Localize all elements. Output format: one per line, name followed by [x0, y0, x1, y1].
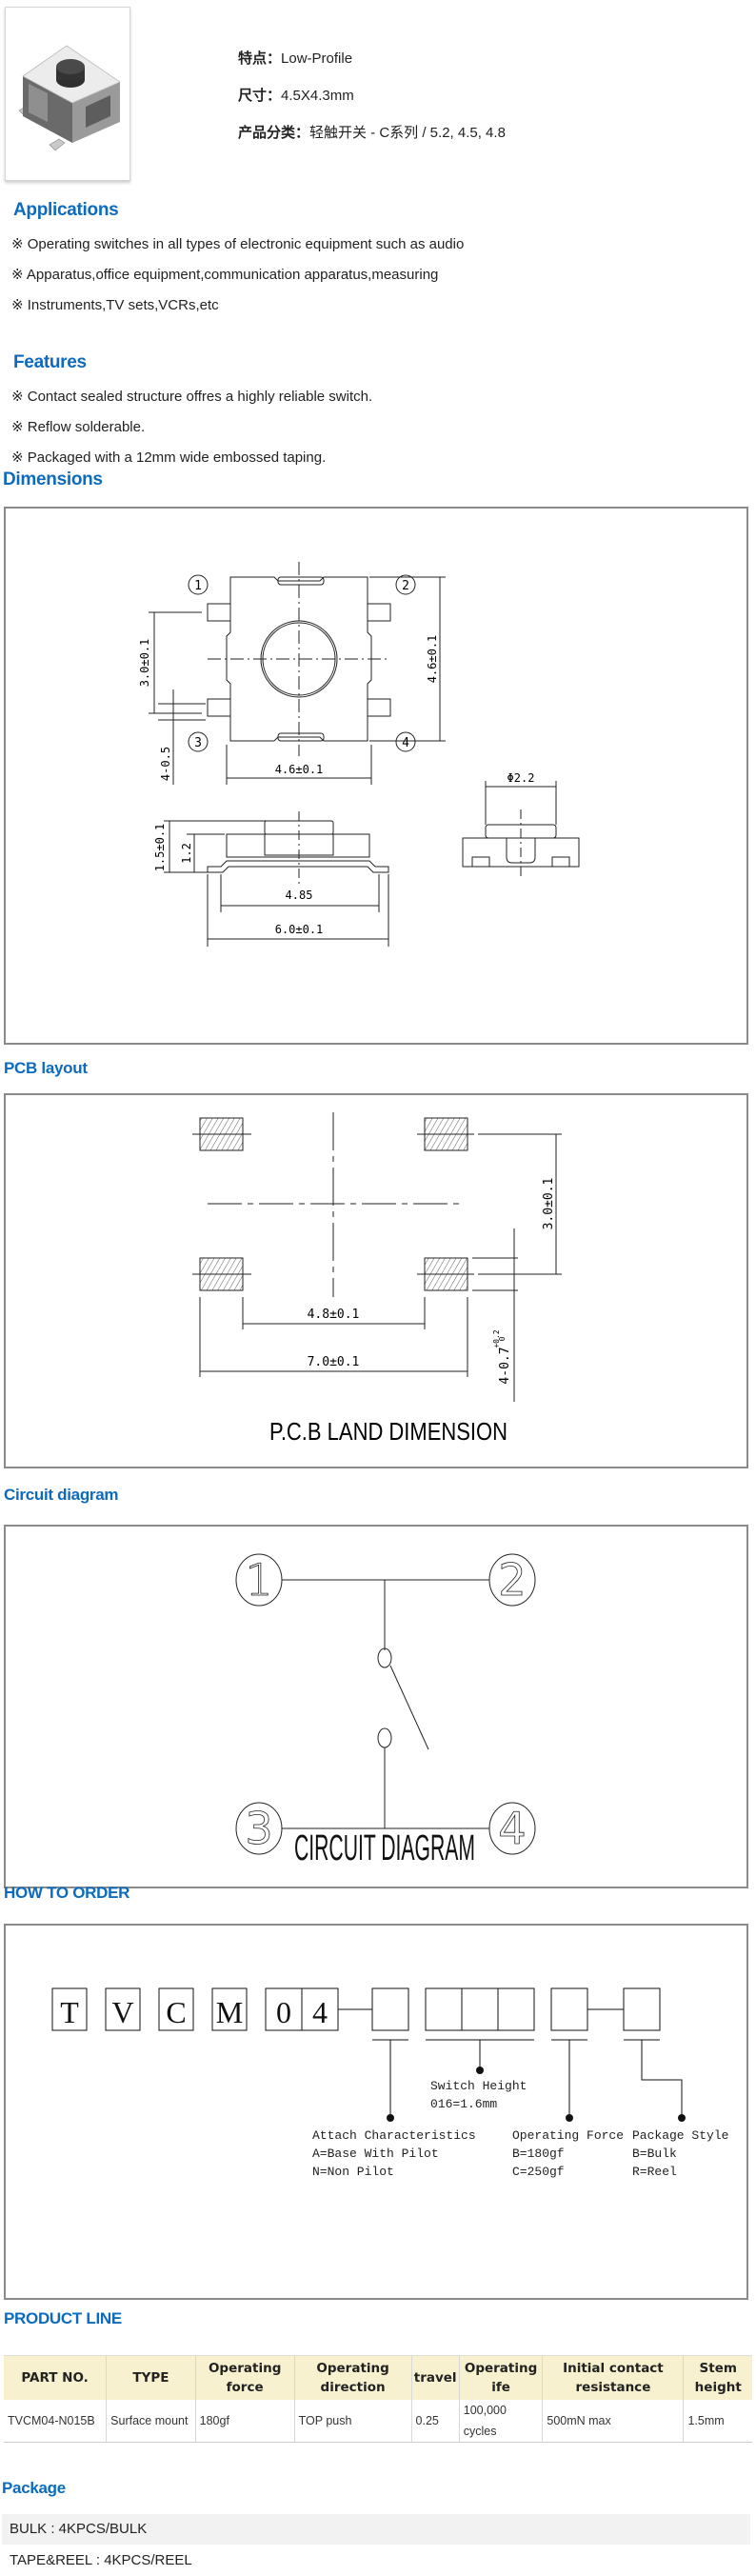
order-group-line: B=Bulk: [632, 2147, 677, 2161]
life-cell: 100,000 cycles: [459, 2400, 544, 2443]
pcb-heading: PCB layout: [4, 1059, 88, 1077]
circuit-pin-label: 3: [245, 1803, 272, 1854]
resistance-cell: 500mN max: [542, 2400, 685, 2443]
code-char: 0: [276, 1995, 291, 2029]
order-group-title: Attach Characteristics: [312, 2128, 476, 2143]
code-char: V: [111, 1995, 133, 2029]
applications-heading: Applications: [13, 200, 119, 220]
table-header-row: PART NO. TYPE Operating force Operating …: [4, 2355, 752, 2400]
column-header: Operating ife: [459, 2355, 544, 2400]
order-group-title: Package Style: [632, 2128, 728, 2143]
spec-label: 特点：: [238, 50, 282, 67]
direction-cell: TOP push: [294, 2400, 412, 2443]
order-group-line: A=Base With Pilot: [312, 2147, 439, 2161]
spec-label: 尺寸：: [238, 88, 282, 104]
tact-switch-image: [18, 45, 121, 151]
dim-inner-width-label: 4.85: [286, 889, 313, 902]
travel-cell: 0.25: [411, 2400, 460, 2443]
package-item: TAPE&REEL : 4KPCS/REEL: [10, 2552, 192, 2568]
dim-height-label: 4.6±0.1: [426, 635, 439, 684]
dim-pin-label: 4-0.5: [159, 747, 172, 781]
application-item: ※ Instruments,TV sets,VCRs,etc: [11, 297, 219, 313]
spec-label: 产品分类：: [238, 125, 310, 141]
pcb-pitch-label: 3.0±0.1: [542, 1178, 556, 1230]
feature-item: ※ Contact sealed structure offres a high…: [11, 389, 373, 405]
dimensions-heading: Dimensions: [3, 469, 103, 489]
dim-overall-width-label: 6.0±0.1: [275, 923, 324, 936]
application-item: ※ Operating switches in all types of ele…: [11, 236, 465, 252]
dim-stem-label: Φ2.2: [507, 771, 535, 785]
order-drawing-panel: T V C M 0 4 Switch Height 016=1.6mm Atta…: [4, 1924, 748, 2300]
pcb-caption: P.C.B LAND DIMENSION: [269, 1417, 507, 1446]
column-header: TYPE: [106, 2355, 196, 2400]
pin-label: 2: [402, 579, 409, 593]
table-row: TVCM04-N015B Surface mount 180gf TOP pus…: [4, 2400, 752, 2443]
order-group-line: 016=1.6mm: [430, 2097, 497, 2111]
dim-side-height-label: 1.5±0.1: [153, 824, 167, 872]
column-header: Operating direction: [294, 2355, 412, 2400]
order-heading: HOW TO ORDER: [4, 1884, 130, 1902]
dimensions-drawing: 1 2 3 4 3.0±0.1 4.6±0.1 4.6±0.1 4-0.5 1.…: [138, 562, 580, 947]
feature-item: ※ Packaged with a 12mm wide embossed tap…: [11, 449, 327, 466]
code-char: C: [166, 1995, 186, 2029]
pcb-pad-label: 4-0.7: [498, 1347, 512, 1384]
type-cell: Surface mount: [106, 2400, 196, 2443]
stem-height-cell: 1.5mm: [687, 2414, 725, 2427]
spec-category: 产品分类：轻触开关 - C系列 / 5.2, 4.5, 4.8: [238, 122, 506, 142]
code-char: T: [60, 1995, 79, 2029]
product-photo: [5, 7, 130, 181]
spec-value: 4.5X4.3mm: [281, 88, 354, 104]
order-group-title: Switch Height: [430, 2079, 527, 2093]
code-char: M: [216, 1995, 243, 2029]
dimensions-drawing-panel: 1 2 3 4 3.0±0.1 4.6±0.1 4.6±0.1 4-0.5 1.…: [4, 507, 748, 1045]
dim-pitch-label: 3.0±0.1: [138, 639, 151, 688]
circuit-pin-label: 2: [498, 1554, 526, 1606]
column-header: PART NO.: [4, 2355, 108, 2400]
column-header: travel: [411, 2355, 460, 2400]
part-no-cell: TVCM04-N015B: [4, 2400, 108, 2443]
order-group-line: R=Reel: [632, 2165, 677, 2179]
pin-label: 4: [402, 736, 409, 750]
pcb-outer-label: 7.0±0.1: [308, 1355, 360, 1369]
code-char: 4: [312, 1995, 328, 2029]
order-group-line: B=180gf: [512, 2147, 565, 2161]
package-heading: Package: [2, 2479, 66, 2497]
pcb-pad-tol-top: +0.2: [492, 1329, 501, 1348]
features-heading: Features: [13, 352, 87, 372]
circuit-pin-label: 4: [498, 1803, 526, 1854]
spec-feature: 特点：Low-Profile: [238, 48, 352, 68]
column-header: Stem height: [683, 2355, 752, 2400]
product-line-table: PART NO. TYPE Operating force Operating …: [4, 2355, 752, 2443]
pcb-inner-label: 4.8±0.1: [308, 1308, 360, 1322]
spec-category-link[interactable]: 轻触开关 - C系列 / 5.2, 4.5, 4.8: [309, 125, 506, 141]
package-item: BULK : 4KPCS/BULK: [2, 2514, 750, 2545]
circuit-drawing: 1 2 3 4 CIRCUIT DIAGRAM: [235, 1553, 536, 1868]
column-header: Operating force: [195, 2355, 295, 2400]
column-header: Initial contact resistance: [542, 2355, 685, 2400]
circuit-pin-label: 1: [245, 1554, 272, 1606]
feature-item: ※ Reflow solderable.: [11, 419, 146, 435]
application-item: ※ Apparatus,office equipment,communicati…: [11, 267, 439, 283]
pcb-pad-tol-bottom: 0: [498, 1336, 507, 1341]
spec-value: Low-Profile: [281, 50, 353, 67]
product-line-heading: PRODUCT LINE: [4, 2309, 122, 2327]
spec-size: 尺寸：4.5X4.3mm: [238, 85, 354, 105]
order-code-diagram: T V C M 0 4 Switch Height 016=1.6mm Atta…: [51, 1987, 728, 2179]
circuit-caption: CIRCUIT DIAGRAM: [294, 1828, 475, 1868]
dim-width-label: 4.6±0.1: [275, 763, 324, 776]
order-group-title: Operating Force: [512, 2128, 624, 2143]
order-group-line: C=250gf: [512, 2165, 565, 2179]
force-cell: 180gf: [195, 2400, 295, 2443]
pin-label: 1: [194, 579, 202, 593]
dim-body-height-label: 1.2: [180, 843, 193, 864]
circuit-heading: Circuit diagram: [4, 1486, 119, 1504]
pcb-drawing-panel: 3.0±0.1 4.8±0.1 7.0±0.1 4-0.7 +0.2 0 P.C…: [4, 1093, 748, 1468]
circuit-drawing-panel: 1 2 3 4 CIRCUIT DIAGRAM: [4, 1525, 748, 1888]
pin-label: 3: [194, 736, 202, 750]
pcb-drawing: 3.0±0.1 4.8±0.1 7.0±0.1 4-0.7 +0.2 0 P.C…: [192, 1112, 562, 1446]
order-group-line: N=Non Pilot: [312, 2165, 394, 2179]
